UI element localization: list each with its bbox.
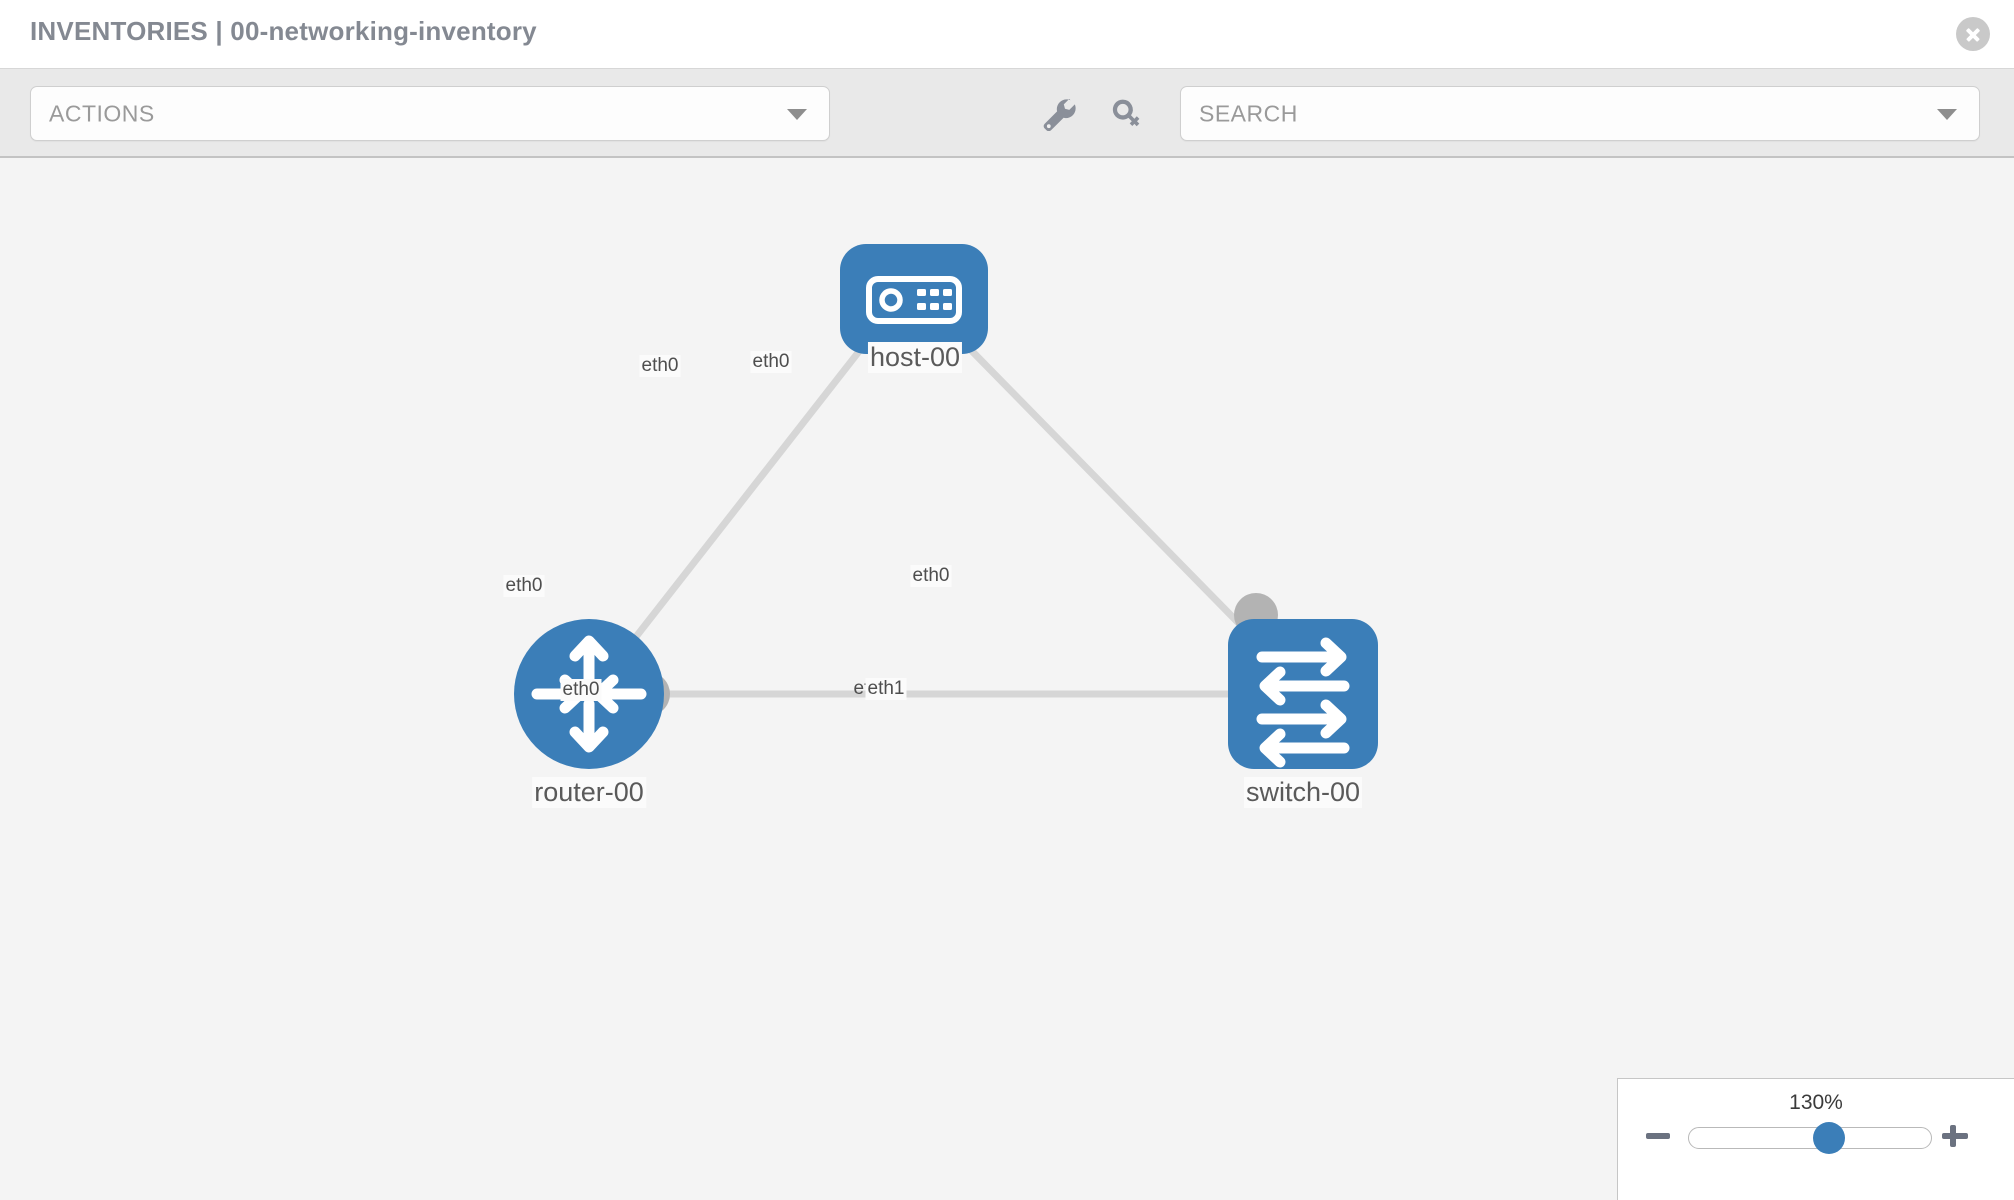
- chevron-down-icon: [787, 108, 807, 120]
- wrench-icon[interactable]: [1040, 97, 1078, 131]
- node-label-router-00: router-00: [532, 777, 646, 808]
- edge-label-router-eth0: eth0: [560, 679, 602, 701]
- edge-label-switch-eth1: eth1: [865, 678, 907, 700]
- page-title: INVENTORIES | 00-networking-inventory: [30, 16, 537, 46]
- node-label-switch-00: switch-00: [1243, 777, 1363, 808]
- edge-label-switch-uplink: eth0: [910, 565, 952, 587]
- zoom-out-button[interactable]: [1644, 1121, 1674, 1151]
- edge-label-host-right: eth0: [750, 351, 792, 373]
- topology-canvas[interactable]: eth0 eth0 eth0 eth0 eth0 eth0 eth1 host-…: [0, 160, 2014, 1200]
- actions-dropdown-label: ACTIONS: [49, 100, 155, 126]
- zoom-in-button[interactable]: [1940, 1121, 1970, 1151]
- key-icon[interactable]: [1108, 97, 1146, 131]
- zoom-level-value: 130%: [1789, 1091, 1843, 1114]
- close-icon[interactable]: [1956, 17, 1990, 51]
- zoom-control-panel: 130%: [1617, 1078, 2014, 1200]
- node-host-00[interactable]: [840, 244, 988, 354]
- zoom-slider-thumb[interactable]: [1813, 1122, 1846, 1154]
- topology-links: [625, 342, 1265, 698]
- zoom-slider[interactable]: [1688, 1122, 1932, 1154]
- page-header: INVENTORIES | 00-networking-inventory: [0, 0, 2014, 69]
- node-switch-00[interactable]: [1228, 619, 1378, 769]
- search-input[interactable]: SEARCH: [1180, 86, 1980, 141]
- link-router-host: [625, 342, 867, 650]
- edge-label-router-uplink: eth0: [503, 575, 545, 597]
- search-placeholder: SEARCH: [1199, 100, 1298, 126]
- edge-label-host-left: eth0: [639, 355, 681, 377]
- chevron-down-icon: [1937, 108, 1957, 120]
- toolbar: ACTIONS SEARCH: [0, 69, 2014, 158]
- topology-graph: [514, 244, 1378, 769]
- link-host-switch: [963, 342, 1265, 650]
- node-label-host-00: host-00: [867, 342, 963, 373]
- actions-dropdown[interactable]: ACTIONS: [30, 86, 830, 141]
